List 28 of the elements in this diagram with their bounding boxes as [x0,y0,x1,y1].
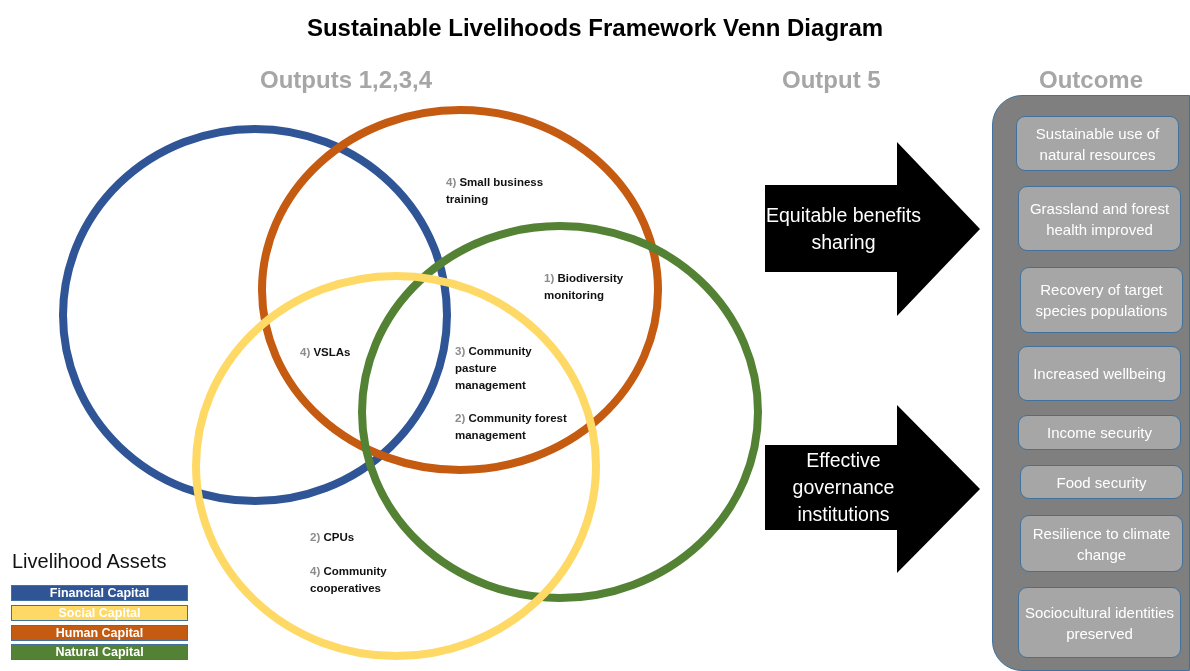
venn-label: 4) VSLAs [300,345,352,360]
title: Sustainable Livelihoods Framework Venn Diagram [305,14,885,42]
column-heading: Outcome [1039,66,1143,94]
block-arrow [765,142,980,316]
outcome-box: Income security [1018,415,1181,450]
outcome-box: Recovery of target species populations [1020,267,1183,333]
venn-label: 3) Community pasture management [455,344,533,393]
column-heading: Output 5 [782,66,881,94]
legend-title: Livelihood Assets [12,550,167,573]
outcome-box: Increased wellbeing [1018,346,1181,401]
legend-label: Natural Capital [55,645,144,659]
outcome-box: Sociocultural identities preserved [1018,587,1181,658]
legend-label: Financial Capital [49,586,150,600]
legend-label: Human Capital [55,626,144,640]
arrow-label: Equitable benefits sharing [765,202,922,255]
venn-label: 2) Community forest management [455,411,568,443]
block-arrow [765,405,980,573]
venn-label: 4) Community cooperatives [310,564,388,596]
venn-label: 1) Biodiversity monitoring [544,271,625,303]
outcome-box: Sustainable use of natural resources [1016,116,1179,171]
legend-label: Social Capital [58,606,141,620]
outcome-box: Food security [1020,465,1183,499]
outcome-box: Resilience to climate change [1020,515,1183,572]
outcome-box: Grassland and forest health improved [1018,186,1181,251]
column-heading: Outputs 1,2,3,4 [260,66,433,94]
venn-label: 4) Small business training [446,175,545,207]
arrow-label: Effective governance institutions [791,448,896,527]
venn-label: 2) CPUs [310,530,356,545]
